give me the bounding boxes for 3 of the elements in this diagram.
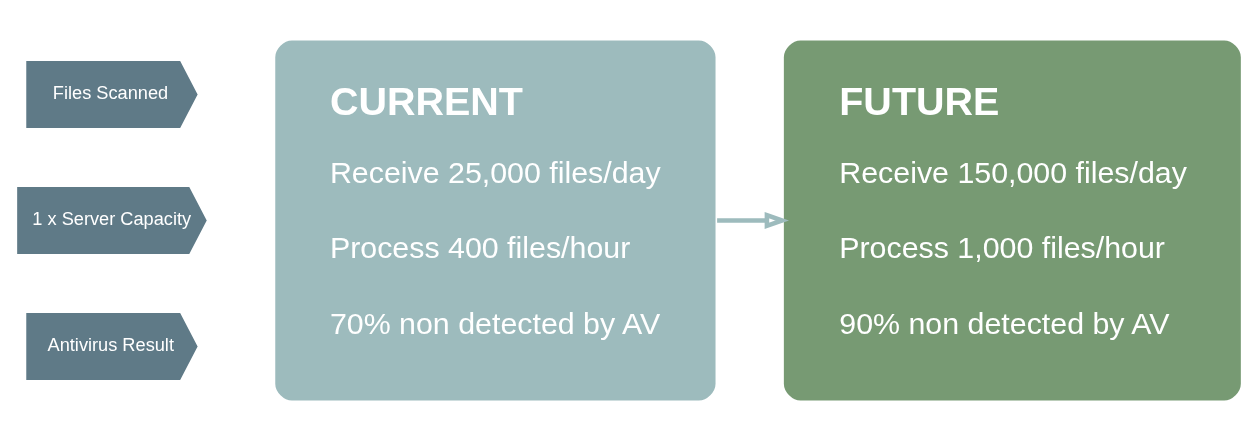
arrow	[717, 212, 789, 229]
node-box: CURRENT Receive 25,000 files/day Process 400 files/hour 70% non detected by AV	[272, 37, 719, 404]
node-box: FUTURE Receive 150,000 files/day Process 1,000 files/hour 90% non detected by AV	[780, 37, 1244, 404]
